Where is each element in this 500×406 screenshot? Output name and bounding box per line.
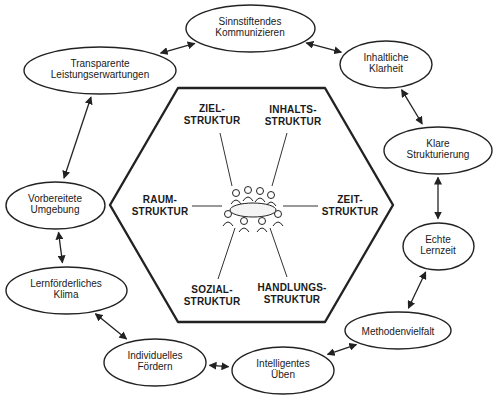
feature-text: Echte Lernzeit	[416, 234, 461, 257]
feature-text: Inhaltliche Klarheit	[355, 52, 417, 75]
spoke-line	[272, 133, 287, 186]
feature-text: Intelligentes Üben	[248, 358, 318, 381]
feature-circle: Sinnstiftendes Kommunizieren	[185, 4, 316, 53]
feature-circle: Lernförderliches Klima	[5, 266, 128, 315]
structure-label: SOZIAL-STRUKTUR	[184, 284, 241, 308]
feature-circle: Transparente Leistungserwartungen	[23, 46, 177, 95]
spoke-line	[270, 228, 287, 277]
structure-label: ZEIT-STRUKTUR	[322, 194, 379, 218]
double-arrow	[59, 232, 63, 262]
double-arrow	[306, 43, 341, 52]
feature-text: Methodenvielfalt	[362, 326, 435, 338]
double-arrow	[402, 90, 422, 124]
structure-label: INHALTS-STRUKTUR	[265, 104, 322, 128]
structure-label: HANDLUNGS-STRUKTUR	[257, 282, 326, 306]
double-arrow	[161, 43, 195, 53]
spoke-line	[283, 206, 318, 207]
feature-circle: Vorbereitete Umgebung	[5, 181, 106, 230]
feature-circle: Intelligentes Üben	[231, 346, 335, 395]
double-arrow	[328, 345, 357, 355]
feature-circle: Individuelles Fördern	[103, 338, 207, 387]
feature-text: Vorbereitete Umgebung	[21, 193, 89, 216]
feature-text: Klare Strukturierung	[401, 138, 476, 161]
structure-label: ZIEL-STRUKTUR	[184, 103, 241, 127]
double-arrow	[408, 272, 425, 308]
feature-text: Lernförderliches Klima	[24, 278, 109, 301]
structure-hexagon	[110, 88, 393, 322]
feature-text: Sinnstiftendes Kommunizieren	[204, 16, 296, 39]
structure-label: RAUM-STRUKTUR	[132, 194, 189, 218]
double-arrow	[210, 365, 229, 366]
feature-text: Individuelles Fördern	[120, 350, 190, 373]
group-at-table	[223, 187, 283, 233]
feature-circle: Methodenvielfalt	[344, 311, 452, 350]
double-arrow	[96, 314, 127, 339]
feature-circle: Inhaltliche Klarheit	[339, 40, 433, 89]
feature-circle: Echte Lernzeit	[402, 222, 475, 271]
double-arrow	[437, 178, 438, 219]
feature-circle: Klare Strukturierung	[383, 126, 493, 175]
spoke-line	[192, 206, 222, 207]
feature-text: Transparente Leistungserwartungen	[45, 58, 155, 81]
spoke-line	[218, 228, 235, 279]
spoke-line	[220, 133, 232, 186]
double-arrow	[64, 97, 91, 178]
